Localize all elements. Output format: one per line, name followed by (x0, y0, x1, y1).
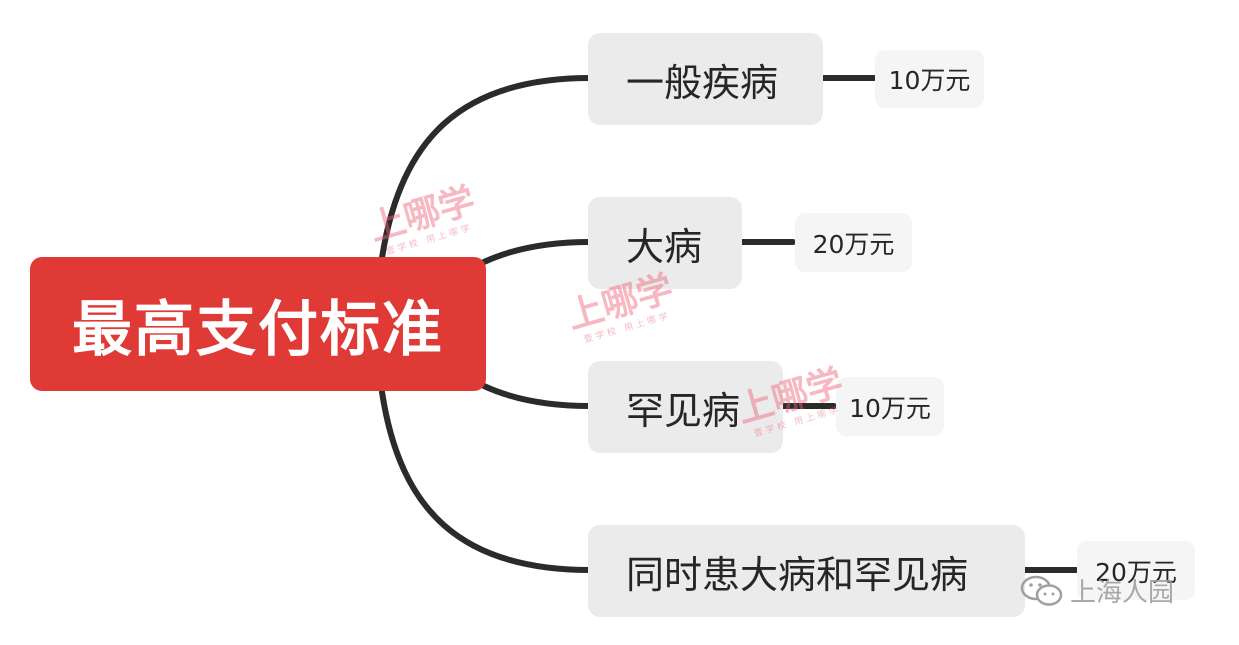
branch-label: 罕见病 (626, 388, 741, 433)
connector-branch-1 (379, 75, 593, 261)
branch-label: 一般疾病 (626, 60, 779, 105)
leaf-value: 20万元 (812, 229, 895, 259)
branch-node-3: 罕见病 (588, 361, 783, 453)
branch-node-2: 大病 (588, 197, 742, 289)
footer-mark: 上海人园 (1020, 572, 1174, 609)
branch-node-1: 一般疾病 (588, 33, 823, 125)
branch-label: 大病 (626, 224, 703, 269)
wechat-icon (1020, 575, 1063, 606)
leaf-node-3: 10万元 (836, 377, 944, 436)
leaf-node-1: 10万元 (875, 50, 984, 108)
connector-branch-4 (379, 389, 593, 573)
leaf-node-4: 20万元 (1077, 541, 1195, 600)
footer-text: 上海人园 (1070, 578, 1175, 608)
leaf-value: 10万元 (849, 393, 931, 423)
connector-branch-2 (481, 239, 593, 265)
leaf-value: 10万元 (888, 66, 971, 95)
branch-label: 同时患大病和罕见病 (626, 552, 969, 597)
leaf-value: 20万元 (1095, 557, 1177, 587)
leaf-node-2: 20万元 (795, 213, 912, 272)
root-node: 最高支付标准 (30, 257, 486, 391)
branch-node-4: 同时患大病和罕见病 (588, 525, 1025, 617)
connector-branch-3 (481, 383, 593, 409)
root-label: 最高支付标准 (72, 294, 444, 365)
